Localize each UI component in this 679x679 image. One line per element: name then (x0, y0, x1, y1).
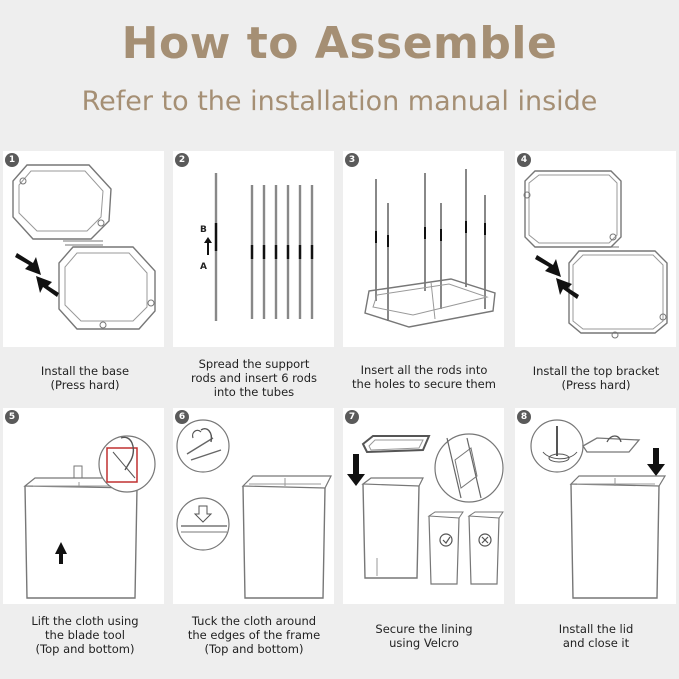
step-5-panel: 5 (3, 408, 164, 604)
step-number-badge: 1 (5, 153, 19, 167)
step-2-panel: B A 2 (173, 151, 334, 347)
top-bracket-illustration-icon (523, 170, 668, 339)
step-number-badge: 2 (175, 153, 189, 167)
page-subtitle: Refer to the installation manual inside (81, 86, 598, 117)
step-7-panel: 7 (343, 408, 504, 604)
step-6-panel: 6 (173, 408, 334, 604)
step-number-badge: 7 (345, 410, 359, 424)
page-title: How to Assemble (121, 18, 558, 69)
base-illustration-icon (12, 164, 156, 330)
rods-illustration-icon (204, 173, 314, 321)
step-number-badge: 3 (345, 153, 359, 167)
rod-label-a: A (200, 262, 207, 272)
step-8-panel: 8 (515, 408, 676, 604)
lid-illustration-icon (530, 419, 667, 599)
step-number-badge: 4 (517, 153, 531, 167)
step-1-panel: 1 (3, 151, 164, 347)
step-4-panel: 4 (515, 151, 676, 347)
step-3-panel: 3 (343, 151, 504, 347)
step-1-caption: Install the base(Press hard) (40, 364, 130, 392)
step-number-badge: 6 (175, 410, 189, 424)
lining-illustration-icon (347, 433, 504, 585)
tuck-cloth-illustration-icon (176, 419, 332, 599)
rod-label-b: B (200, 225, 207, 235)
step-number-badge: 5 (5, 410, 19, 424)
frame-illustration-icon (364, 169, 496, 328)
step-number-badge: 8 (517, 410, 531, 424)
step-4-caption: Install the top bracket(Press hard) (532, 364, 660, 392)
blade-tool-illustration-icon (23, 435, 156, 599)
